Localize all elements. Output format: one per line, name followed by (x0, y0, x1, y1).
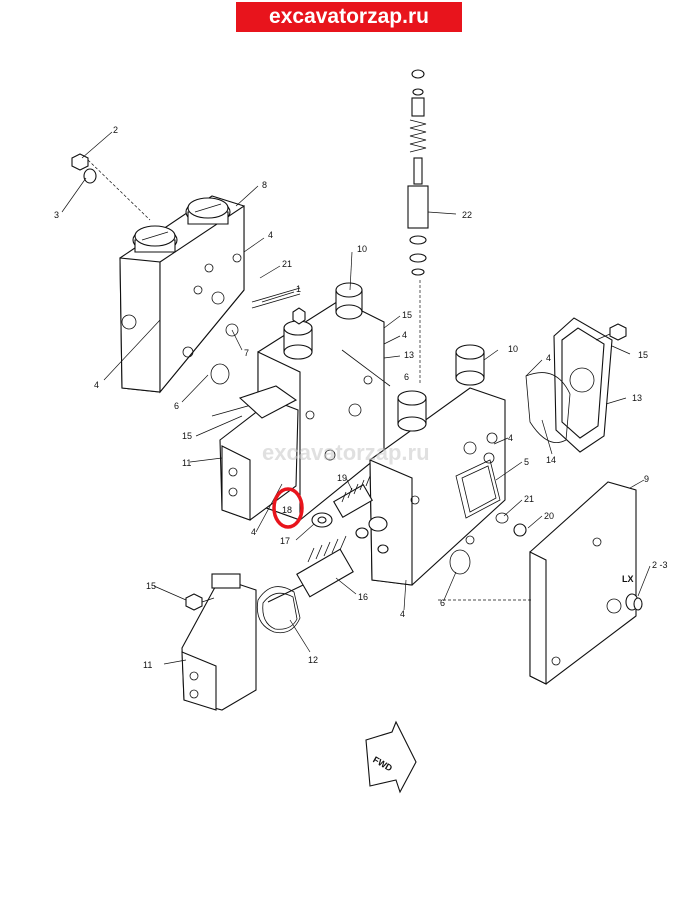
cover-stamp: LX (622, 574, 634, 584)
valve-body-left (119, 195, 245, 394)
callout-4[interactable]: 4 (268, 230, 273, 240)
callout-13[interactable]: 13 (404, 350, 414, 360)
callout-2[interactable]: 2 (113, 125, 118, 135)
callout-15[interactable]: 15 (146, 581, 156, 591)
callout-13[interactable]: 13 (632, 393, 642, 403)
callout-8[interactable]: 8 (262, 180, 267, 190)
callout-6[interactable]: 6 (440, 598, 445, 608)
callout-3[interactable]: 3 (54, 210, 59, 220)
spring-stack-top (407, 69, 429, 385)
callout-4[interactable]: 4 (508, 433, 513, 443)
valve-body-right (369, 344, 506, 586)
callout-15[interactable]: 15 (182, 431, 192, 441)
callout-21[interactable]: 21 (524, 494, 534, 504)
callout-7[interactable]: 7 (244, 348, 249, 358)
callout-15[interactable]: 15 (402, 310, 412, 320)
watermark: excavatorzap.ru (262, 440, 430, 465)
gasket-12 (256, 586, 301, 634)
leader-lines (61, 131, 651, 665)
site-banner: excavatorzap.ru (236, 2, 462, 32)
cover-plate-9: LX (529, 481, 637, 685)
end-cap-lower (181, 573, 257, 711)
callout-4[interactable]: 4 (251, 527, 256, 537)
callout-20[interactable]: 20 (544, 511, 554, 521)
callout-9[interactable]: 9 (644, 474, 649, 484)
callout-12[interactable]: 12 (308, 655, 318, 665)
callout-4[interactable]: 4 (400, 609, 405, 619)
callout-21[interactable]: 21 (282, 259, 292, 269)
callout-6[interactable]: 6 (404, 372, 409, 382)
forward-direction-arrow: FWD (365, 720, 417, 794)
orings-right (210, 253, 527, 575)
callout-6[interactable]: 6 (174, 401, 179, 411)
callout-19[interactable]: 19 (337, 473, 347, 483)
callout-2-3[interactable]: 2 -3 (652, 560, 668, 570)
callout-22[interactable]: 22 (462, 210, 472, 220)
callout-11[interactable]: 11 (182, 458, 191, 468)
callout-10[interactable]: 10 (508, 344, 518, 354)
spool-small-parts (311, 475, 389, 554)
callout-4[interactable]: 4 (94, 380, 99, 390)
plug-2-3 (625, 593, 643, 611)
callout-4[interactable]: 4 (402, 330, 407, 340)
callout-18[interactable]: 18 (282, 505, 292, 515)
tie-rods (211, 287, 391, 417)
callout-11[interactable]: 11 (143, 660, 152, 670)
callout-16[interactable]: 16 (358, 592, 368, 602)
callout-14[interactable]: 14 (546, 455, 556, 465)
highlight-circle (272, 487, 304, 529)
callout-15[interactable]: 15 (638, 350, 648, 360)
callout-5[interactable]: 5 (524, 457, 529, 467)
callout-10[interactable]: 10 (357, 244, 367, 254)
callout-4[interactable]: 4 (546, 353, 551, 363)
callout-labels: 2 3 8 4 21 1 4 6 7 10 15 4 13 6 10 4 15 … (54, 125, 668, 670)
bolt-15-right (595, 323, 627, 341)
gasket-5 (455, 452, 501, 519)
callout-1[interactable]: 1 (296, 284, 301, 294)
bolt-washer-top-left (71, 153, 151, 221)
bolt-15-lower (185, 593, 215, 611)
callout-17[interactable]: 17 (280, 536, 290, 546)
spool-assembly (267, 535, 354, 603)
cover-13 (525, 317, 613, 453)
